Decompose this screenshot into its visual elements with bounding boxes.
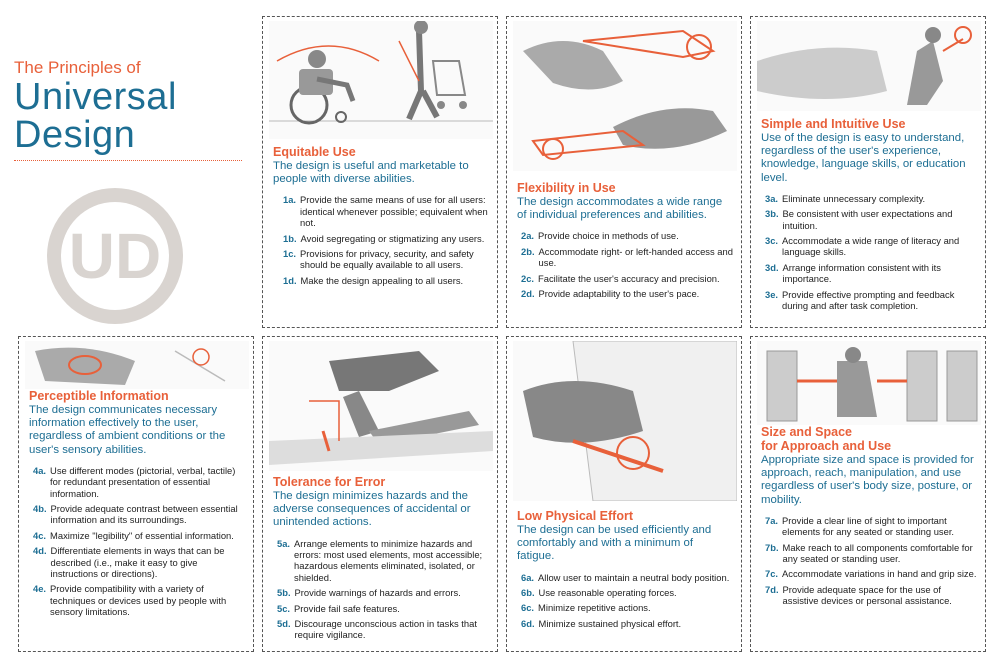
principle-panel-2: Flexibility in Use The design accommodat… <box>506 16 742 328</box>
principle-title: Low Physical Effort <box>517 509 633 523</box>
guideline-item: 1c.Provisions for privacy, security, and… <box>283 248 474 271</box>
principle-panel-1: Equitable Use The design is useful and m… <box>262 16 498 328</box>
guideline-item: 5c.Provide fail safe features. <box>277 602 400 614</box>
principle-description: The design can be used efficiently and c… <box>517 524 712 563</box>
guideline-item: 6a.Allow user to maintain a neutral body… <box>521 571 730 583</box>
guideline-item: 6c.Minimize repetitive actions. <box>521 602 651 614</box>
poster-subtitle: The Principles of <box>14 58 141 77</box>
guideline-item: 3c.Accommodate a wide range of literacy … <box>765 235 960 258</box>
principle-description: The design communicates necessary inform… <box>29 404 226 456</box>
principle-title: Tolerance for Error <box>273 475 386 489</box>
guideline-list: 2a.Provide choice in methods of use. 2b.… <box>517 230 733 299</box>
guideline-item: 7a.Provide a clear line of sight to impo… <box>765 514 955 538</box>
guideline-item: 7b.Make reach to all components comforta… <box>765 541 973 565</box>
principle-description: Appropriate size and space is provided f… <box>761 454 974 506</box>
guideline-item: 2d.Provide adaptability to the user's pa… <box>521 288 700 300</box>
guideline-item: 2c.Facilitate the user's accuracy and pr… <box>521 272 720 284</box>
poster-title-line2: Design <box>14 114 136 156</box>
sink-illustration <box>757 21 981 111</box>
guideline-list: 4a.Use different modes (pictorial, verba… <box>29 465 245 618</box>
principle-panel-4: Perceptible Information The design commu… <box>18 336 254 652</box>
principle-title: Perceptible Information <box>29 389 169 403</box>
guideline-item: 5a.Arrange elements to minimize hazards … <box>277 537 483 583</box>
guideline-item: 4c.Maximize "legibility" of essential in… <box>33 529 234 541</box>
principle-description: The design minimizes hazards and the adv… <box>273 490 471 529</box>
guideline-list: 6a.Allow user to maintain a neutral body… <box>517 572 733 630</box>
guideline-item: 1b.Avoid segregating or stigmatizing any… <box>283 232 485 244</box>
principle-title-line1: Size and Space <box>761 425 853 439</box>
guideline-item: 1a.Provide the same means of use for all… <box>283 194 488 229</box>
guideline-item: 4d.Differentiate elements in ways that c… <box>33 545 225 580</box>
guideline-item: 1d.Make the design appealing to all user… <box>283 274 464 286</box>
guideline-item: 3e.Provide effective prompting and feedb… <box>765 288 955 312</box>
title-divider <box>14 160 242 161</box>
guideline-item: 4b.Provide adequate contrast between ess… <box>33 503 238 526</box>
guideline-list: 1a.Provide the same means of use for all… <box>273 194 489 286</box>
guideline-item: 7c.Accommodate variations in hand and gr… <box>765 568 977 580</box>
guideline-item: 3d.Arrange information consistent with i… <box>765 261 941 285</box>
guideline-item: 6b.Use reasonable operating forces. <box>521 587 677 599</box>
guideline-list: 5a.Arrange elements to minimize hazards … <box>273 538 489 641</box>
guideline-item: 2b.Accommodate right- or left-handed acc… <box>521 245 733 269</box>
turnstile-illustration <box>757 341 981 425</box>
poster-title-line1: Universal <box>14 76 177 118</box>
principle-title: Flexibility in Use <box>517 181 616 195</box>
nail-gun-illustration <box>269 341 493 471</box>
principle-title: Equitable Use <box>273 145 356 159</box>
guideline-item: 3b.Be consistent with user expectations … <box>765 208 953 231</box>
guideline-item: 4e.Provide compatibility with a variety … <box>33 583 227 618</box>
principle-description: Use of the design is easy to understand,… <box>761 132 966 184</box>
guideline-item: 5d.Discourage unconscious action in task… <box>277 618 477 641</box>
principle-panel-3: Simple and Intuitive Use Use of the desi… <box>750 16 986 328</box>
principle-title-line2: for Approach and Use <box>761 439 892 453</box>
guideline-item: 4a.Use different modes (pictorial, verba… <box>33 464 236 499</box>
principle-panel-5: Tolerance for Error The design minimizes… <box>262 336 498 652</box>
guideline-item: 5b.Provide warnings of hazards and error… <box>277 587 461 599</box>
guideline-item: 7d.Provide adequate space for the use of… <box>765 583 952 607</box>
poster-title: The Principles of Universal Design <box>14 58 254 161</box>
scissors-illustration <box>513 21 737 171</box>
principle-title: Simple and Intuitive Use <box>761 117 906 131</box>
guideline-item: 6d.Minimize sustained physical effort. <box>521 617 682 629</box>
door-handle-illustration <box>513 341 737 501</box>
principle-panel-7: Size and Space for Approach and Use Appr… <box>750 336 986 652</box>
principle-panel-6: Low Physical Effort The design can be us… <box>506 336 742 652</box>
principle-description: The design is useful and marketable to p… <box>273 160 469 186</box>
guideline-list: 7a.Provide a clear line of sight to impo… <box>761 515 977 607</box>
principle-description: The design accommodates a wide range of … <box>517 196 723 222</box>
guideline-item: 3a.Eliminate unnecessary complexity. <box>765 192 926 204</box>
guideline-list: 3a.Eliminate unnecessary complexity. 3b.… <box>761 193 977 312</box>
svg-text:UD: UD <box>69 220 161 292</box>
ud-logo: UD <box>47 188 183 324</box>
wheelchair-illustration <box>269 21 493 139</box>
thermostat-illustration <box>25 341 249 389</box>
guideline-item: 2a.Provide choice in methods of use. <box>521 230 679 242</box>
